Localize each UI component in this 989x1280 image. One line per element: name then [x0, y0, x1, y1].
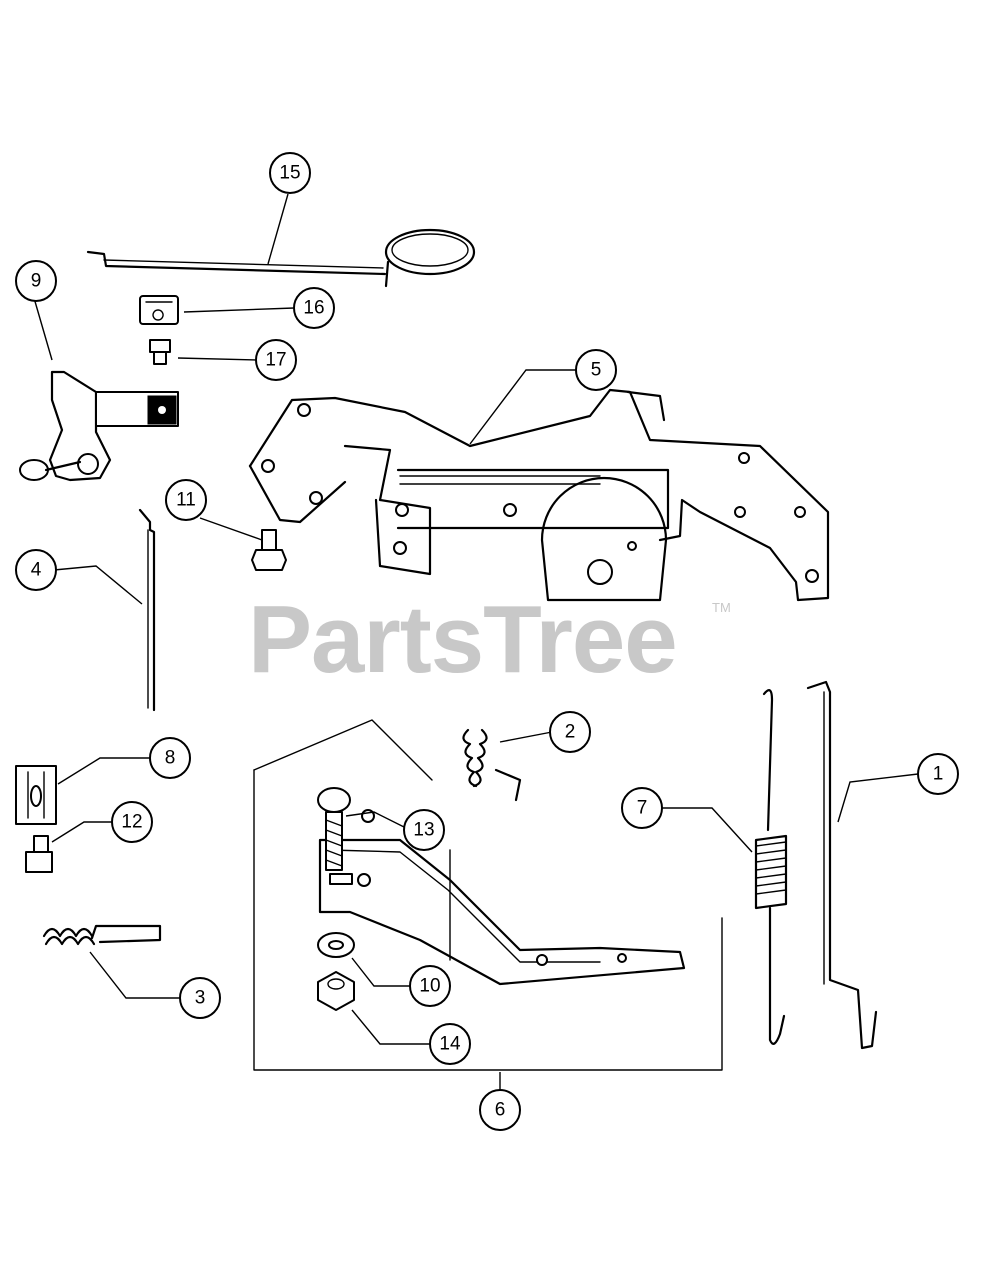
part-6-assembly — [253, 719, 723, 1071]
callout-label-13: 13 — [413, 820, 434, 841]
callout-label-6: 6 — [495, 1100, 506, 1121]
callout-label-15: 15 — [279, 163, 300, 184]
callout-3: 3 — [179, 977, 221, 1019]
watermark-text: PartsTree — [248, 586, 677, 693]
part-12-bolt — [25, 835, 53, 873]
callout-17: 17 — [255, 339, 297, 381]
callout-label-16: 16 — [303, 298, 324, 319]
callout-16: 16 — [293, 287, 335, 329]
callout-label-1: 1 — [933, 764, 944, 785]
part-5-frame — [248, 388, 830, 602]
callout-label-2: 2 — [565, 722, 576, 743]
part-10-washer — [317, 932, 355, 958]
part-2-spring — [462, 728, 522, 802]
callout-15: 15 — [269, 152, 311, 194]
watermark-tm: TM — [712, 600, 731, 615]
callout-label-14: 14 — [439, 1034, 461, 1055]
part-13-screw — [317, 787, 351, 871]
part-7-spring — [754, 689, 788, 1045]
callout-7: 7 — [621, 787, 663, 829]
callout-label-7: 7 — [637, 798, 648, 819]
callout-9: 9 — [15, 260, 57, 302]
callout-label-5: 5 — [591, 360, 602, 381]
part-1-rod — [806, 680, 878, 1050]
part-11-bolt — [251, 529, 287, 571]
callout-label-9: 9 — [31, 271, 42, 292]
callout-4: 4 — [15, 549, 57, 591]
part-3-spring — [42, 924, 162, 946]
callout-1: 1 — [917, 753, 959, 795]
callout-label-11: 11 — [176, 490, 196, 511]
callout-2: 2 — [549, 711, 591, 753]
part-17-bolt — [149, 339, 171, 365]
callout-label-3: 3 — [195, 988, 206, 1009]
callout-label-12: 12 — [121, 812, 142, 833]
part-14-nut — [317, 971, 355, 1011]
callout-14: 14 — [429, 1023, 471, 1065]
part-9-bracket — [19, 370, 179, 482]
callout-13: 13 — [403, 809, 445, 851]
part-16-clip — [139, 295, 179, 325]
part-15-wire-spring — [86, 228, 476, 288]
callout-8: 8 — [149, 737, 191, 779]
callout-5: 5 — [575, 349, 617, 391]
callout-label-17: 17 — [265, 350, 286, 371]
callout-6: 6 — [479, 1089, 521, 1131]
watermark: PartsTree TM — [248, 586, 731, 693]
callout-label-10: 10 — [419, 976, 440, 997]
part-8-block — [15, 765, 57, 825]
leader-lines — [33, 193, 919, 1090]
callout-label-4: 4 — [31, 560, 42, 581]
callout-12: 12 — [111, 801, 153, 843]
part-4-rod — [138, 508, 156, 712]
callout-10: 10 — [409, 965, 451, 1007]
callout-11: 11 — [165, 479, 207, 521]
callout-label-8: 8 — [165, 748, 176, 769]
